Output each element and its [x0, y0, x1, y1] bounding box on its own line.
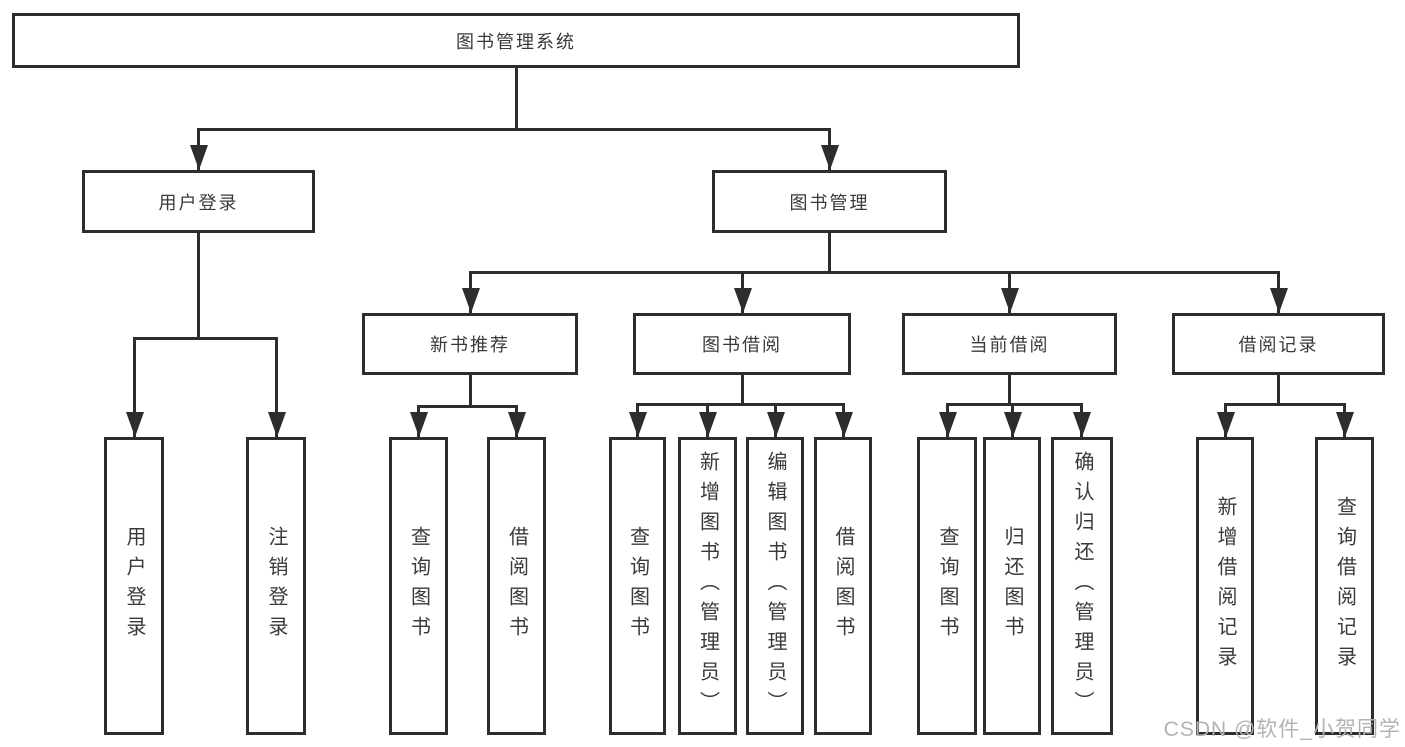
arrow-down-icon	[741, 271, 744, 313]
connector-borrowing-bar	[636, 403, 845, 406]
leaf-user-login: 用户登录	[104, 437, 164, 735]
node-label: 新书推荐	[430, 335, 510, 355]
connector-root-stem	[515, 68, 518, 128]
arrow-down-icon	[515, 405, 518, 437]
node-library-management-system: 图书管理系统	[12, 13, 1020, 68]
arrow-down-icon	[133, 337, 136, 437]
arrow-down-icon	[774, 403, 777, 437]
leaf-label: 归还图书	[1001, 526, 1023, 646]
node-label: 借阅记录	[1238, 335, 1319, 355]
arrow-down-icon	[275, 337, 278, 437]
arrow-down-icon	[1080, 403, 1083, 437]
arrow-down-icon	[946, 403, 949, 437]
leaf-label: 查询图书	[407, 526, 430, 646]
leaf-return-books: 归还图书	[983, 437, 1041, 735]
connector-records-bar	[1224, 403, 1346, 406]
arrow-down-icon	[1224, 403, 1227, 437]
connector-records-stem	[1277, 375, 1280, 403]
arrow-down-icon	[1011, 403, 1014, 437]
arrow-down-icon	[636, 403, 639, 437]
leaf-label: 新增借阅记录	[1214, 496, 1236, 676]
leaf-label: 借阅图书	[505, 526, 528, 646]
leaf-label: 编辑图书（管理员）	[764, 451, 786, 721]
connector-current-bar	[946, 403, 1083, 406]
csdn-watermark: CSDN @软件_小贺同学	[1163, 718, 1401, 741]
leaf-add-books-admin: 新增图书（管理员）	[678, 437, 737, 735]
leaf-label: 用户登录	[123, 526, 145, 646]
node-label: 图书管理系统	[456, 31, 576, 52]
leaf-label: 新增图书（管理员）	[696, 451, 719, 721]
connector-current-stem	[1008, 375, 1011, 403]
arrow-down-icon	[469, 271, 472, 313]
leaf-query-books-recommend: 查询图书	[389, 437, 448, 735]
node-label: 图书借阅	[702, 335, 782, 355]
node-label: 当前借阅	[969, 335, 1050, 355]
leaf-label: 借阅图书	[832, 526, 854, 646]
node-label: 用户登录	[158, 192, 239, 213]
node-user-login: 用户登录	[82, 170, 315, 233]
leaf-label: 注销登录	[265, 526, 287, 646]
leaf-query-books-current: 查询图书	[917, 437, 977, 735]
leaf-borrow-books-borrowing: 借阅图书	[814, 437, 872, 735]
connector-borrowing-stem	[741, 375, 744, 403]
node-borrowing-records: 借阅记录	[1172, 313, 1385, 375]
leaf-query-books-borrowing: 查询图书	[609, 437, 666, 735]
leaf-label: 查询借阅记录	[1333, 496, 1356, 676]
connector-recommend-bar	[417, 405, 518, 408]
node-book-management: 图书管理	[712, 170, 947, 233]
connector-root-bar	[197, 128, 831, 131]
arrow-down-icon	[1277, 271, 1280, 313]
node-label: 图书管理	[789, 192, 870, 213]
node-new-book-recommendation: 新书推荐	[362, 313, 578, 375]
arrow-down-icon	[706, 403, 709, 437]
connector-bookmgmt-stem	[828, 233, 831, 271]
leaf-confirm-return-admin: 确认归还（管理员）	[1051, 437, 1113, 735]
arrow-down-icon	[197, 128, 200, 170]
leaf-borrow-books-recommend: 借阅图书	[487, 437, 546, 735]
leaf-logout: 注销登录	[246, 437, 306, 735]
arrow-down-icon	[842, 403, 845, 437]
connector-bookmgmt-bar	[469, 271, 1280, 274]
connector-userlogin-bar	[133, 337, 278, 340]
arrow-down-icon	[1343, 403, 1346, 437]
arrow-down-icon	[417, 405, 420, 437]
arrow-down-icon	[828, 128, 831, 170]
leaf-edit-books-admin: 编辑图书（管理员）	[746, 437, 804, 735]
node-book-borrowing: 图书借阅	[633, 313, 851, 375]
arrow-down-icon	[1008, 271, 1011, 313]
leaf-label: 查询图书	[626, 526, 649, 646]
connector-userlogin-stem	[197, 233, 200, 337]
leaf-label: 确认归还（管理员）	[1071, 451, 1093, 721]
connector-recommend-stem	[469, 375, 472, 405]
leaf-add-borrow-record: 新增借阅记录	[1196, 437, 1254, 735]
leaf-label: 查询图书	[936, 526, 958, 646]
node-current-borrowing: 当前借阅	[902, 313, 1117, 375]
leaf-query-borrow-record: 查询借阅记录	[1315, 437, 1374, 735]
